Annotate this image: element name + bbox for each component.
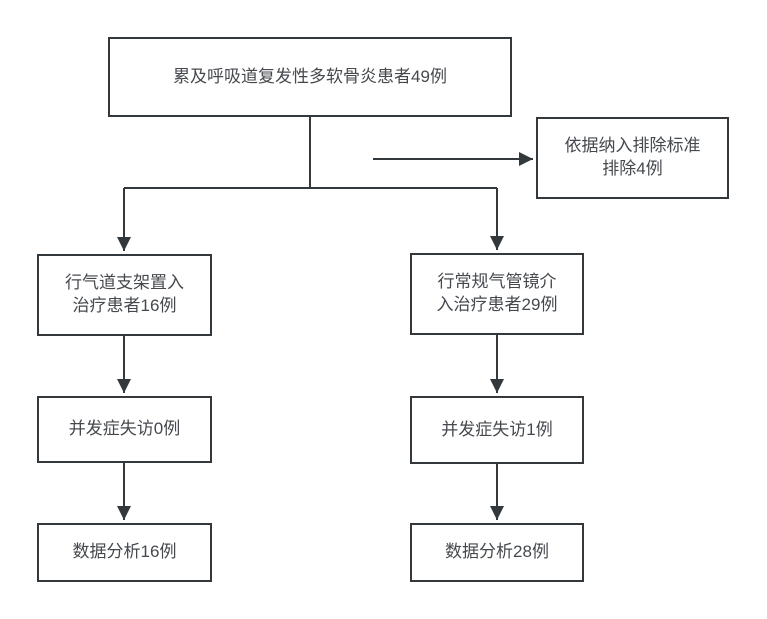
node-stent-group: 行气道支架置入 治疗患者16例 <box>37 254 212 336</box>
node-excluded: 依据纳入排除标准 排除4例 <box>536 117 729 199</box>
node-bronch-analysis: 数据分析28例 <box>410 523 584 582</box>
node-bronchoscopy-group: 行常规气管镜介 入治疗患者29例 <box>410 253 584 335</box>
node-stent-analysis: 数据分析16例 <box>37 523 212 582</box>
node-bronch-lost-followup: 并发症失访1例 <box>410 396 584 464</box>
node-total-patients: 累及呼吸道复发性多软骨炎患者49例 <box>108 37 512 117</box>
node-stent-lost-followup: 并发症失访0例 <box>37 396 212 463</box>
